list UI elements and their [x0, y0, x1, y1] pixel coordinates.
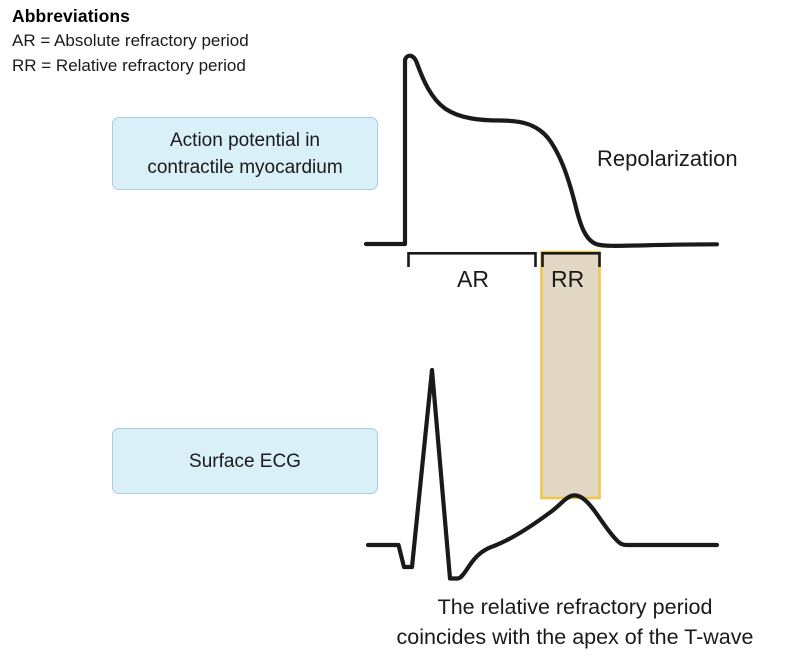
callout-action-potential[interactable]: Action potential in contractile myocardi… — [112, 117, 378, 190]
label-repolarization: Repolarization — [597, 146, 738, 171]
relative-refractory-band — [540, 250, 601, 500]
action-potential-trace — [363, 53, 720, 248]
callout-surface-ecg-label: Surface ECG — [189, 450, 301, 472]
callout-surface-ecg[interactable]: Surface ECG — [112, 428, 378, 494]
rr-bracket — [541, 252, 601, 267]
figure-caption: The relative refractory period coincides… — [350, 592, 800, 652]
callout-action-potential-label: Action potential in contractile myocardi… — [147, 127, 342, 181]
abbreviations-block: Abbreviations AR = Absolute refractory p… — [12, 4, 342, 78]
ecg-trace — [365, 367, 720, 581]
caption-line1: The relative refractory period — [437, 595, 713, 619]
callout-action-potential-line1: Action potential in — [170, 129, 320, 151]
ar-bracket — [407, 252, 537, 267]
caption-line2: coincides with the apex of the T-wave — [396, 625, 754, 649]
callout-action-potential-line2: contractile myocardium — [147, 156, 343, 178]
abbreviations-title: Abbreviations — [12, 6, 130, 26]
label-rr: RR — [551, 266, 585, 292]
abbreviation-item-rr: RR = Relative refractory period — [12, 56, 246, 75]
label-ar: AR — [457, 266, 489, 292]
abbreviation-item-ar: AR = Absolute refractory period — [12, 31, 249, 50]
